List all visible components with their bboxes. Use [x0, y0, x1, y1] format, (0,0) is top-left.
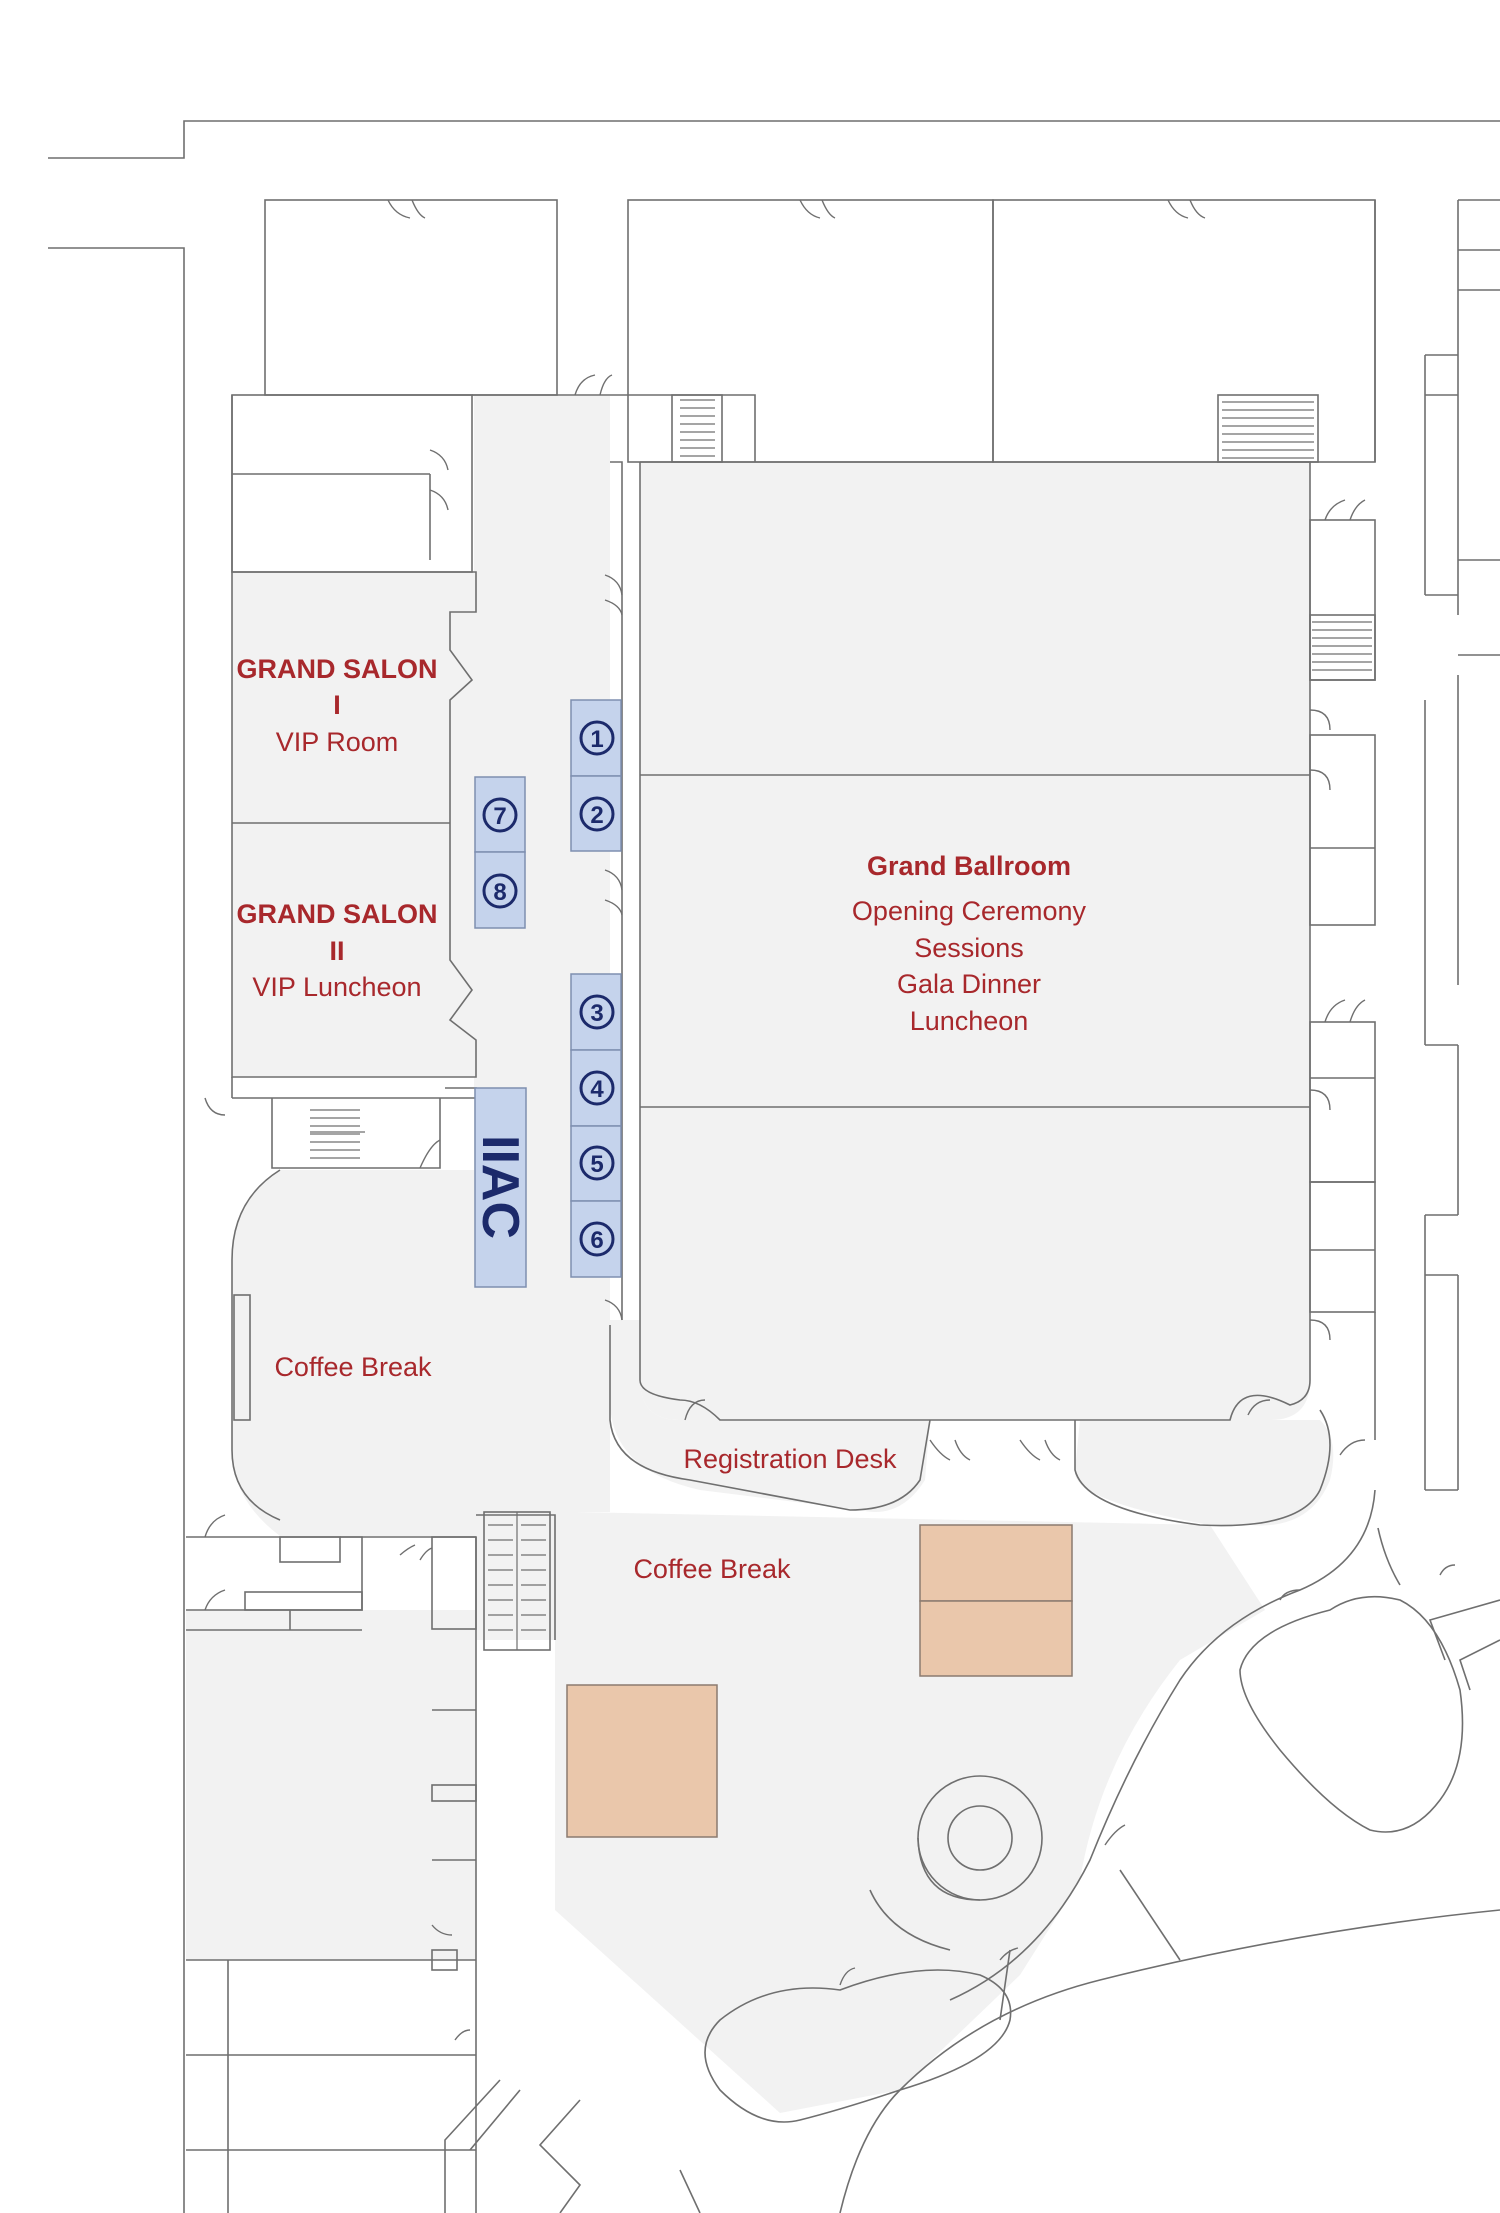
stairs-top-right	[1217, 394, 1319, 463]
booth-2-marker	[579, 796, 615, 832]
registration-area	[610, 1320, 930, 1512]
booth-1-marker	[579, 720, 615, 756]
booth-2-number: 2	[590, 802, 603, 829]
room-labels: GRAND SALON I VIP Room GRAND SALON II VI…	[237, 654, 1087, 1584]
table-area-2	[919, 1600, 1073, 1677]
booth-3-number: 3	[590, 1000, 603, 1027]
grand-ballroom-use-4: Luncheon	[910, 1006, 1029, 1036]
iiac-booth-label: IIAC	[471, 1135, 529, 1239]
booth-7-number: 7	[493, 803, 506, 830]
table-area-1	[919, 1524, 1073, 1602]
grand-salon-1-use: VIP Room	[276, 727, 399, 757]
booth-8-marker	[482, 873, 518, 909]
coffee-break-left-area	[232, 1170, 476, 1536]
booths: 1 2 3 4 5 6 7 8 IIAC	[471, 699, 622, 1288]
walls	[48, 120, 1500, 2213]
grand-salon-2-use: VIP Luncheon	[252, 972, 421, 1002]
west-block-area	[186, 1610, 476, 1960]
grand-ballroom-use-2: Sessions	[914, 933, 1024, 963]
stairs-right-side	[1309, 614, 1376, 681]
grand-salon-1-title: GRAND SALON	[237, 654, 438, 684]
east-foyer-area	[1074, 1420, 1334, 1526]
escalator	[483, 1511, 551, 1651]
tables	[566, 1524, 1073, 1838]
booth-1-number: 1	[590, 726, 603, 753]
grand-salon-2-title: GRAND SALON	[237, 899, 438, 929]
booth-8-number: 8	[493, 879, 506, 906]
grand-ballroom-use-1: Opening Ceremony	[852, 896, 1087, 926]
grand-ballroom-title: Grand Ballroom	[867, 851, 1071, 881]
booth-5-number: 5	[590, 1151, 603, 1178]
grand-ballroom-use-3: Gala Dinner	[897, 969, 1041, 999]
spiral-stairs	[917, 1775, 1043, 1901]
doors	[204, 199, 1456, 2041]
booth-6-number: 6	[590, 1227, 603, 1254]
stairs	[310, 394, 1376, 1901]
coffee-break-lobby-label: Coffee Break	[633, 1554, 791, 1584]
registration-desk-label: Registration Desk	[683, 1444, 897, 1474]
grand-salon-2-numeral: II	[329, 936, 344, 966]
booth-4-marker	[579, 1070, 615, 1106]
stairs-left-lower	[310, 1109, 365, 1159]
booth-iiac[interactable]	[474, 1087, 527, 1288]
table-area-3	[566, 1684, 718, 1838]
booth-3-marker	[579, 994, 615, 1030]
booth-7-marker	[482, 797, 518, 833]
booth-6-marker	[579, 1221, 615, 1257]
booth-5-marker	[579, 1145, 615, 1181]
booth-4-number: 4	[590, 1076, 604, 1103]
grand-salon-1-numeral: I	[333, 690, 341, 720]
grand-salon-area	[232, 572, 476, 1077]
stairs-top-center	[671, 394, 723, 463]
main-corridor	[474, 396, 610, 1512]
coffee-break-left-label: Coffee Break	[274, 1352, 432, 1382]
ballroom-area	[640, 462, 1310, 1420]
